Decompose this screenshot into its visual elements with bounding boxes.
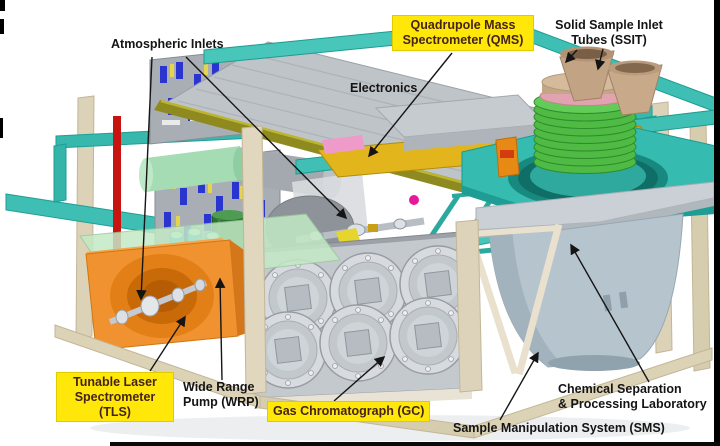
green-cylinder (146, 146, 240, 192)
label-chemical-separation-lab: Chemical Separation & Processing Laborat… (558, 382, 707, 412)
label-gas-chromatograph: Gas Chromatograph (GC) (267, 401, 431, 422)
sms-assembly (465, 181, 715, 376)
label-quadrupole-mass-spectrometer: Quadrupole Mass Spectrometer (QMS) (392, 15, 534, 51)
label-sample-manipulation-system: Sample Manipulation System (SMS) (453, 421, 665, 435)
label-wide-range-pump: Wide Range Pump (WRP) (183, 380, 259, 409)
label-tunable-laser-spectrometer: Tunable Laser Spectrometer (TLS) (56, 372, 174, 423)
label-chemical-separation-line2: & Processing Laboratory (558, 396, 707, 411)
laser-tube (108, 278, 208, 325)
tls-assembly (79, 213, 341, 351)
label-electronics: Electronics (350, 81, 418, 95)
leader-lines (136, 48, 650, 421)
ground-shadow (90, 415, 690, 441)
label-atmospheric-inlets: Atmospheric Inlets (111, 37, 224, 51)
label-solid-sample-inlet-tubes: Solid Sample Inlet Tubes (SSIT) (555, 18, 663, 47)
label-chemical-separation-line1: Chemical Separation (558, 382, 682, 396)
red-rod (113, 116, 121, 258)
